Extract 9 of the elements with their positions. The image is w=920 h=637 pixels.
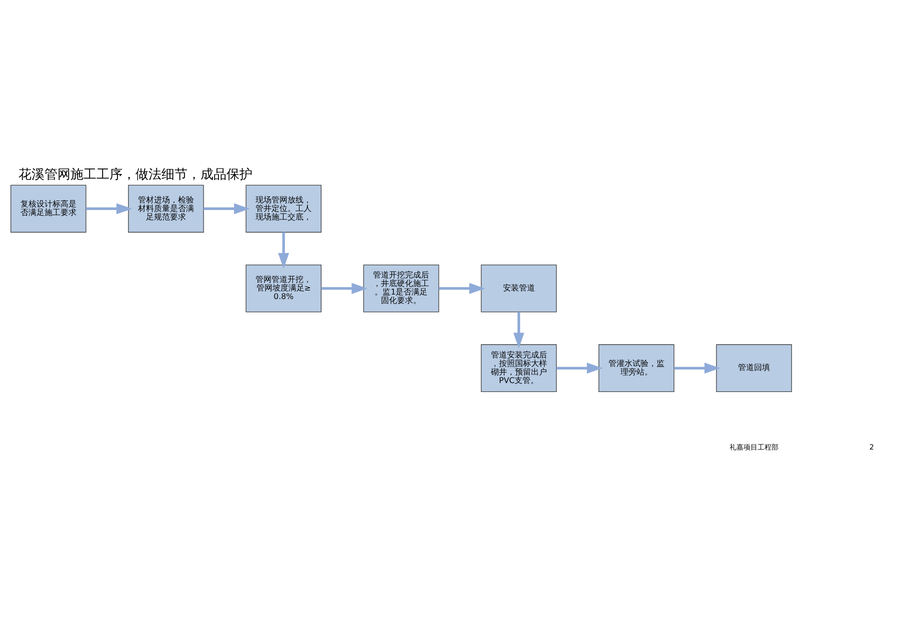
arrow xyxy=(278,232,290,269)
diagram-title: 花溪管网施工工序，做法细节，成品保护 xyxy=(18,168,252,183)
arrow xyxy=(513,312,524,348)
arrow xyxy=(674,362,720,374)
arrow xyxy=(556,362,603,374)
arrow xyxy=(86,203,132,214)
arrow xyxy=(321,282,368,294)
arrow xyxy=(438,282,485,294)
arrow xyxy=(204,203,250,214)
